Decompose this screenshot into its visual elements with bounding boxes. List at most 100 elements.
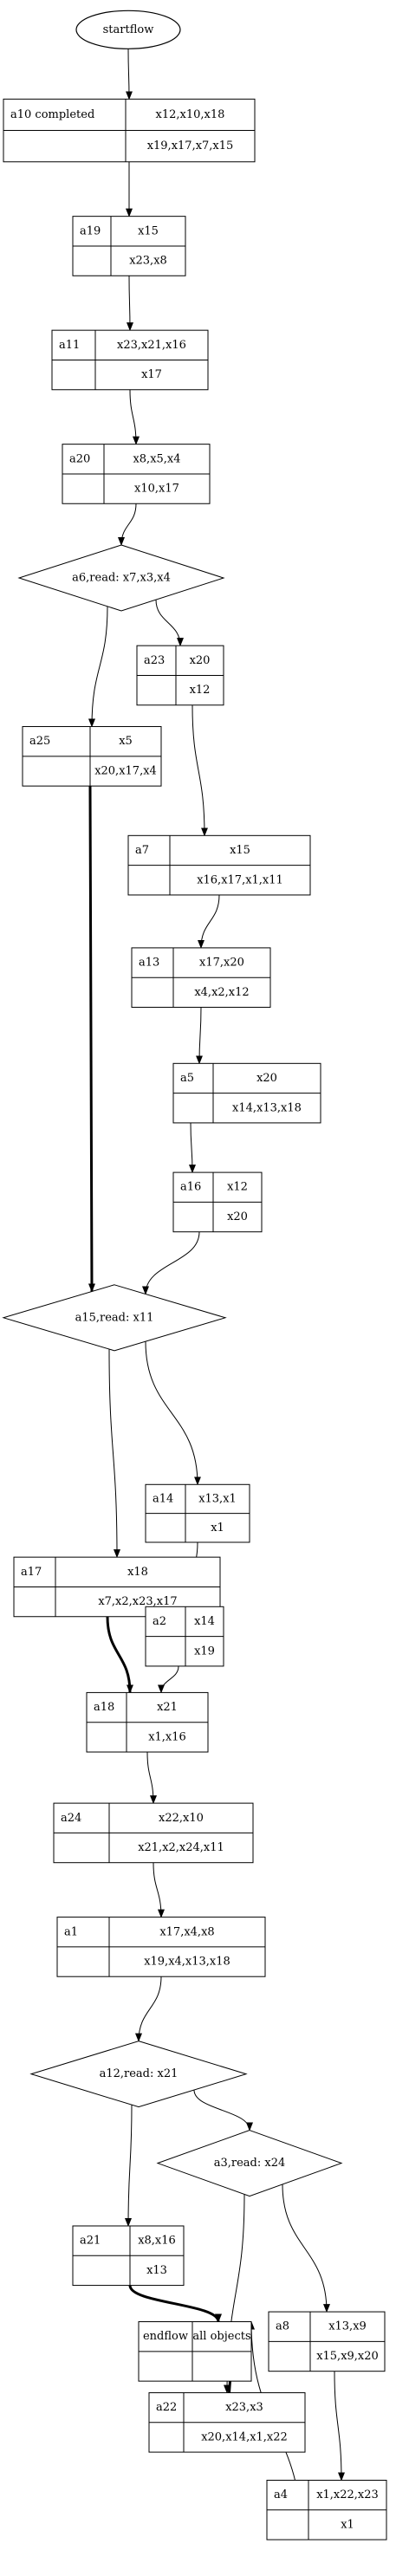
activity-read-vars: x23,x21,x16 xyxy=(117,339,186,352)
decision-label: a12,read: x21 xyxy=(100,2067,179,2080)
activity-name: a23 xyxy=(144,654,165,667)
activity-write-vars: x14,x13,x18 xyxy=(232,1101,302,1114)
activity-node-a21: a21 x8,x16 x13 xyxy=(72,2225,185,2287)
activity-read-vars: x15 xyxy=(230,844,250,857)
activity-name: a11 xyxy=(59,339,80,352)
activity-read-vars: x17,x4,x8 xyxy=(159,1925,214,1938)
activity-write-vars: x23,x8 xyxy=(129,255,167,268)
activity-name: a22 xyxy=(156,2401,177,2414)
edge-a24-to-a1 xyxy=(153,1862,165,1918)
activity-name: a17 xyxy=(21,1566,42,1579)
edge-d15-to-a17 xyxy=(108,1349,120,1559)
edge-a11-to-a20 xyxy=(129,389,140,445)
activity-write-vars: x20,x17,x4 xyxy=(94,764,157,777)
activity-read-vars: x8,x5,x4 xyxy=(133,452,180,465)
decision-node-d6: a6,read: x7,x3,x4 xyxy=(17,544,225,612)
edge-a1-to-d12 xyxy=(135,1976,162,2042)
activity-name: a24 xyxy=(61,1812,81,1825)
activity-read-vars: x13,x9 xyxy=(328,2320,367,2333)
activity-name: a4 xyxy=(274,2488,288,2501)
edge-a19-to-a11 xyxy=(126,276,133,332)
activity-write-vars: x12 xyxy=(190,684,211,697)
activity-node-a22: a22 x23,x3 x20,x14,x1,x22 xyxy=(148,2391,306,2453)
end-label: endflow xyxy=(143,2330,188,2343)
edge-d6-to-a25 xyxy=(88,606,108,728)
activity-read-vars: x14 xyxy=(194,1615,215,1628)
start-ellipse xyxy=(75,10,181,49)
activity-read-vars: x21 xyxy=(157,1701,178,1714)
activity-name: a10 completed xyxy=(10,108,94,121)
activity-name: a21 xyxy=(80,2235,101,2248)
activity-name: a16 xyxy=(180,1181,201,1194)
edge-a13-to-a5 xyxy=(196,1007,204,1065)
activity-node-a4: a4 x1,x22,x23 x1 xyxy=(266,2479,387,2540)
activity-read-vars: x23,x3 xyxy=(225,2401,263,2414)
decision-diamond xyxy=(29,2041,248,2108)
activity-write-vars: x16,x17,x1,x11 xyxy=(197,873,283,886)
activity-read-vars: x15 xyxy=(138,224,159,237)
edge-start-to-a10 xyxy=(125,49,133,101)
activity-name: a19 xyxy=(80,224,101,237)
edge-a18-to-a24 xyxy=(146,1752,157,1805)
activity-write-vars: x20,x14,x1,x22 xyxy=(201,2430,288,2443)
end-objects-label: all objects xyxy=(192,2330,250,2343)
activity-read-vars: x20 xyxy=(190,654,211,667)
activity-name: a2 xyxy=(153,1615,166,1628)
activity-write-vars: x19,x17,x7,x15 xyxy=(147,140,234,152)
activity-node-a16: a16 x12 x20 xyxy=(172,1171,263,1233)
decision-label: a6,read: x7,x3,x4 xyxy=(72,572,171,585)
activity-node-a2: a2 x14 x19 xyxy=(145,1606,224,1667)
decision-diamond xyxy=(17,544,225,612)
start-node: startflow xyxy=(75,10,181,49)
activity-write-vars: x4,x2,x12 xyxy=(194,986,249,999)
activity-name: a14 xyxy=(153,1492,173,1505)
activity-node-a7: a7 x15 x16,x17,x1,x11 xyxy=(127,834,311,896)
edge-d6-to-a23 xyxy=(155,600,184,647)
activity-write-vars: x13 xyxy=(146,2264,167,2277)
edge-d12-to-a21 xyxy=(125,2105,133,2227)
edge-a20-to-d6 xyxy=(118,503,137,547)
activity-write-vars: x7,x2,x23,x17 xyxy=(98,1595,177,1608)
start-label: startflow xyxy=(103,23,154,36)
activity-write-vars: x19 xyxy=(194,1645,215,1658)
activity-read-vars: x5 xyxy=(119,735,133,748)
edge-a23-to-a7 xyxy=(192,704,208,837)
activity-read-vars: x22,x10 xyxy=(159,1812,204,1825)
activity-name: a18 xyxy=(94,1701,114,1714)
edge-d15-to-a14 xyxy=(145,1341,201,1486)
end-node: endflow all objects xyxy=(138,2321,252,2382)
activity-write-vars: x20 xyxy=(227,1210,248,1223)
decision-diamond xyxy=(2,1284,227,1352)
edge-a16-to-d15 xyxy=(142,1231,200,1295)
activity-node-a19: a19 x15 x23,x8 xyxy=(72,216,186,276)
activity-write-vars: x10,x17 xyxy=(134,483,179,496)
activity-write-vars: x1 xyxy=(211,1522,224,1535)
activity-name: a20 xyxy=(69,452,90,465)
activity-read-vars: x12 xyxy=(227,1181,248,1194)
activity-read-vars: x13,x1 xyxy=(198,1492,237,1505)
activity-name: a13 xyxy=(139,957,159,970)
decision-node-d12: a12,read: x21 xyxy=(29,2041,248,2108)
decision-diamond xyxy=(156,2130,343,2197)
edge-a7-to-a13 xyxy=(198,894,220,949)
decision-node-d3: a3,read: x24 xyxy=(156,2130,343,2197)
activity-read-vars: x8,x16 xyxy=(138,2235,176,2248)
activity-node-a13: a13 x17,x20 x4,x2,x12 xyxy=(131,947,271,1009)
activity-name: a7 xyxy=(135,844,149,857)
edge-a2-to-a18 xyxy=(158,1665,179,1694)
edge-a17-to-a18 xyxy=(106,1616,133,1694)
activity-read-vars: x18 xyxy=(127,1566,148,1579)
activity-read-vars: x17,x20 xyxy=(199,957,244,970)
activity-write-vars: x1 xyxy=(341,2518,354,2531)
edge-a25-to-d15 xyxy=(88,786,95,1293)
activity-read-vars: x1,x22,x23 xyxy=(316,2488,379,2501)
activity-write-vars: x17 xyxy=(141,368,162,381)
activity-node-a14: a14 x13,x1 x1 xyxy=(145,1483,250,1543)
